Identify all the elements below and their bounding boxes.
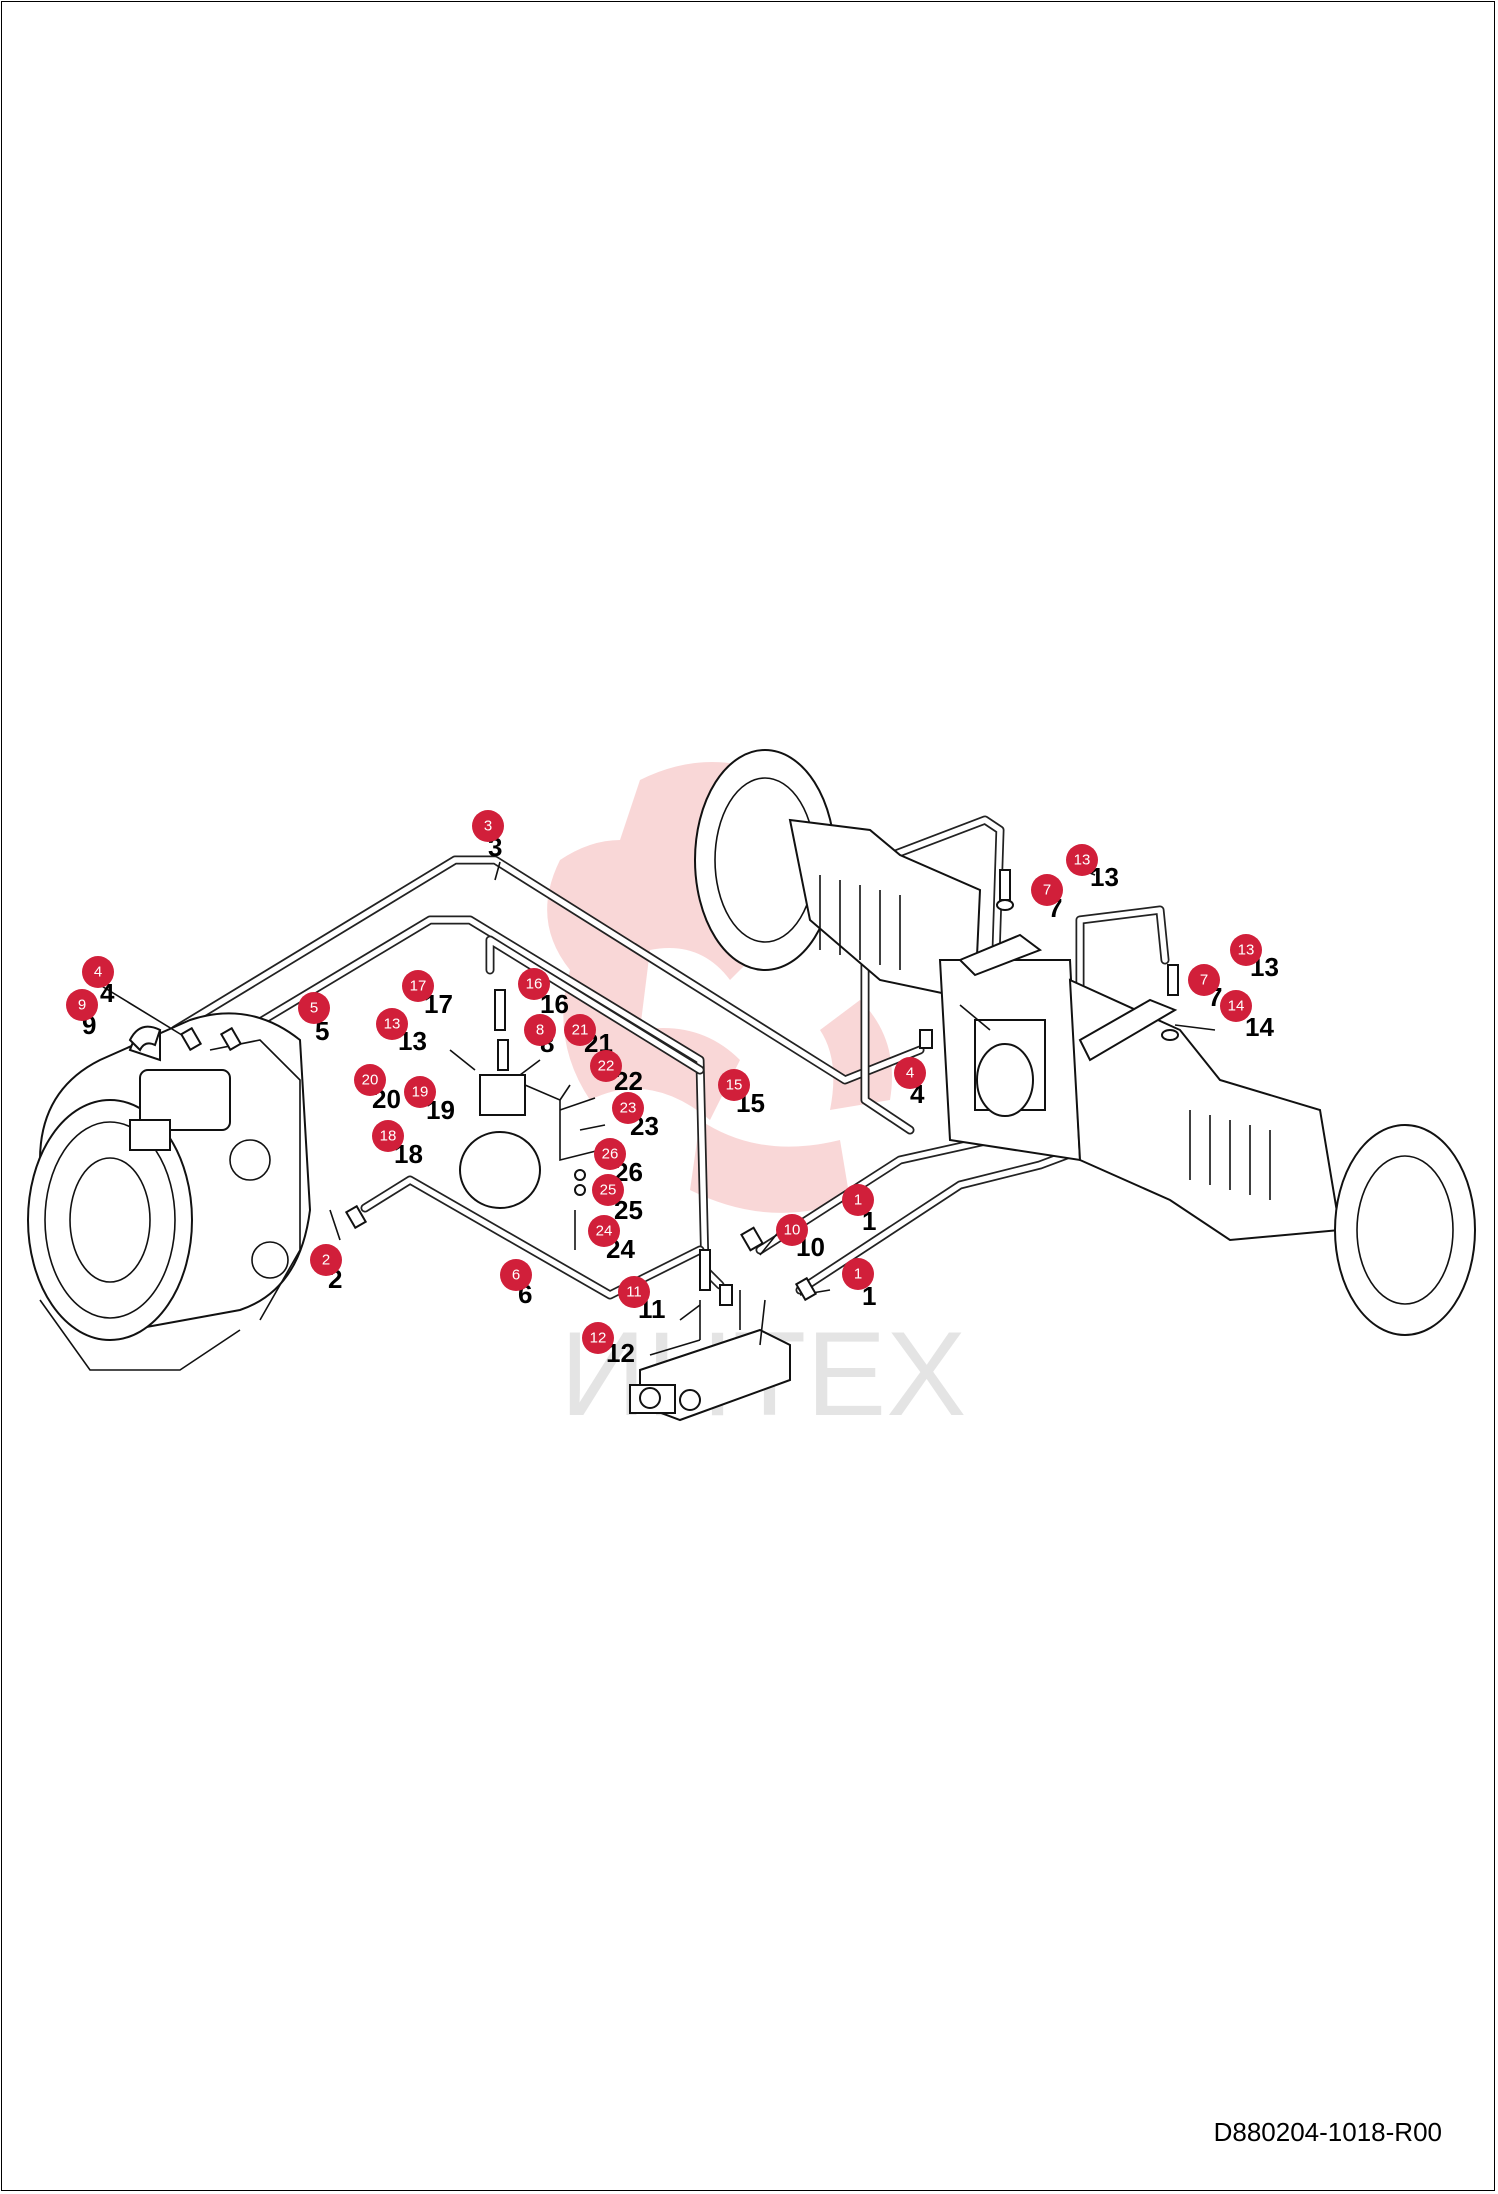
svg-text:4: 4 xyxy=(94,964,102,981)
callout-20[interactable]: 20 xyxy=(354,1064,386,1096)
svg-text:13: 13 xyxy=(384,1016,401,1033)
svg-text:11: 11 xyxy=(626,1284,642,1301)
callout-12[interactable]: 12 xyxy=(582,1322,614,1354)
svg-text:6: 6 xyxy=(512,1267,520,1284)
callout-4b[interactable]: 4 xyxy=(894,1057,926,1089)
callout-19[interactable]: 19 xyxy=(404,1076,436,1108)
callout-7b[interactable]: 7 xyxy=(1188,964,1220,996)
callout-4a[interactable]: 4 xyxy=(82,956,114,988)
svg-text:2: 2 xyxy=(322,1252,330,1269)
callout-1a[interactable]: 1 xyxy=(842,1184,874,1216)
leader-lines xyxy=(99,861,1216,1356)
callout-25[interactable]: 25 xyxy=(592,1174,624,1206)
pipe-1-upper xyxy=(755,815,1005,1255)
callout-24[interactable]: 24 xyxy=(588,1215,620,1247)
svg-text:7: 7 xyxy=(1043,882,1051,899)
callout-22[interactable]: 22 xyxy=(590,1050,622,1082)
label-14: 14 xyxy=(1245,1012,1274,1042)
callout-11[interactable]: 11 xyxy=(618,1276,650,1308)
svg-text:13: 13 xyxy=(1074,852,1091,869)
callout-2[interactable]: 2 xyxy=(310,1244,342,1276)
svg-text:15: 15 xyxy=(726,1077,743,1094)
label-1b: 1 xyxy=(862,1281,876,1311)
axle-assembly xyxy=(694,749,1476,1336)
callout-10[interactable]: 10 xyxy=(776,1214,808,1246)
drawing-code: D880204-1018-R00 xyxy=(1213,2117,1442,2147)
callout-13a[interactable]: 13 xyxy=(1066,844,1098,876)
svg-text:23: 23 xyxy=(620,1100,637,1117)
pipe-15 xyxy=(485,935,705,1075)
callout-23[interactable]: 23 xyxy=(612,1092,644,1124)
svg-text:13: 13 xyxy=(1238,942,1255,959)
callout-9[interactable]: 9 xyxy=(66,989,98,1021)
transmission-assembly xyxy=(27,1012,312,1371)
callout-5[interactable]: 5 xyxy=(298,992,330,1024)
callout-15[interactable]: 15 xyxy=(718,1069,750,1101)
callout-17[interactable]: 17 xyxy=(402,970,434,1002)
svg-text:10: 10 xyxy=(784,1222,801,1239)
svg-text:12: 12 xyxy=(590,1330,607,1347)
callout-16[interactable]: 16 xyxy=(518,968,550,1000)
svg-text:25: 25 xyxy=(600,1182,617,1199)
svg-text:7: 7 xyxy=(1200,972,1208,989)
svg-text:3: 3 xyxy=(484,818,492,835)
callout-1b[interactable]: 1 xyxy=(842,1258,874,1290)
pipe-3 xyxy=(170,855,925,1085)
svg-text:8: 8 xyxy=(536,1022,544,1039)
svg-text:21: 21 xyxy=(572,1022,589,1039)
svg-text:1: 1 xyxy=(854,1192,862,1209)
label-5: 5 xyxy=(315,1016,329,1046)
callout-13c[interactable]: 13 xyxy=(376,1008,408,1040)
callout-3[interactable]: 3 xyxy=(472,810,504,842)
callouts: 1 1 2 3 4 4 5 6 7 7 8 9 10 11 12 13 13 1… xyxy=(66,810,1262,1354)
callout-7a[interactable]: 7 xyxy=(1031,874,1063,906)
callout-13b[interactable]: 13 xyxy=(1230,934,1262,966)
svg-text:24: 24 xyxy=(596,1223,613,1240)
svg-text:20: 20 xyxy=(362,1072,379,1089)
svg-text:5: 5 xyxy=(310,1000,318,1017)
svg-text:19: 19 xyxy=(412,1084,429,1101)
callout-8[interactable]: 8 xyxy=(524,1014,556,1046)
svg-text:22: 22 xyxy=(598,1058,615,1075)
callout-26[interactable]: 26 xyxy=(594,1138,626,1170)
fittings xyxy=(128,869,1179,1306)
callout-21[interactable]: 21 xyxy=(564,1014,596,1046)
svg-text:18: 18 xyxy=(380,1128,397,1145)
svg-text:1: 1 xyxy=(854,1266,862,1283)
svg-text:16: 16 xyxy=(526,976,543,993)
callout-18[interactable]: 18 xyxy=(372,1120,404,1152)
pipe-6 xyxy=(360,1175,705,1300)
svg-text:4: 4 xyxy=(906,1065,914,1082)
brake-valve xyxy=(629,1290,791,1422)
svg-text:9: 9 xyxy=(78,997,86,1014)
svg-text:14: 14 xyxy=(1228,998,1245,1015)
accumulator-assembly xyxy=(459,1039,601,1250)
svg-text:26: 26 xyxy=(602,1146,619,1163)
callout-14[interactable]: 14 xyxy=(1220,990,1252,1022)
svg-text:17: 17 xyxy=(410,978,427,995)
callout-6[interactable]: 6 xyxy=(500,1259,532,1291)
